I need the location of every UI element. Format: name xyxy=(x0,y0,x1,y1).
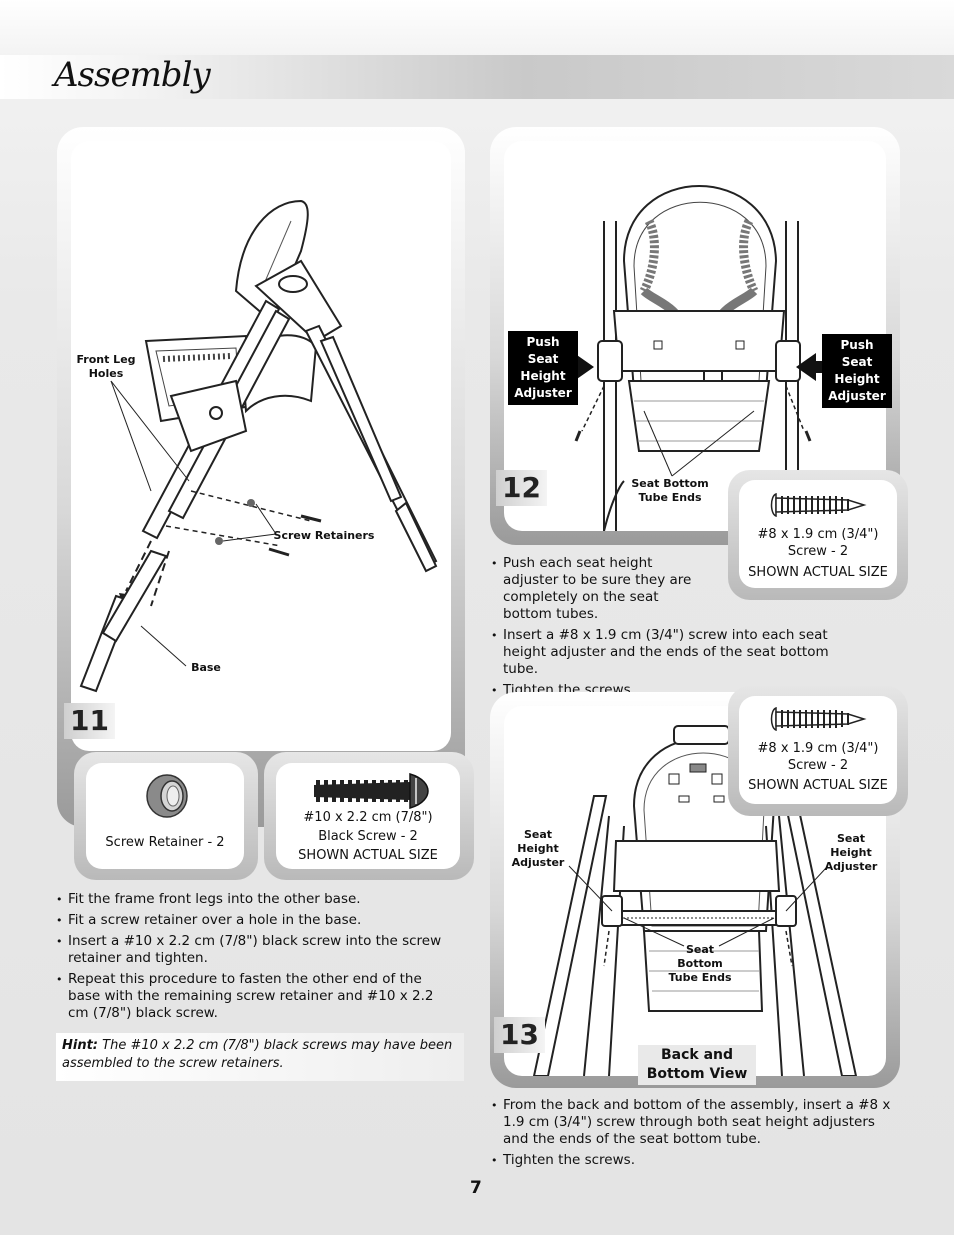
step-13-number: 13 xyxy=(494,1017,545,1053)
screw-retainer-icon xyxy=(146,774,188,818)
screw-icon xyxy=(770,706,867,732)
step-12-screw-line3: SHOWN ACTUAL SIZE xyxy=(748,565,888,580)
step-12-screw-line1: #8 x 1.9 cm (3/4") xyxy=(757,527,879,542)
base-label: Base xyxy=(191,661,221,674)
step-13-screw-line2: Screw - 2 xyxy=(787,758,849,773)
hint-text: The #10 x 2.2 cm (7/8") black screws may… xyxy=(62,1038,453,1071)
step-13-instructions: From the back and bottom of the assembly… xyxy=(491,1097,891,1173)
step-11-illustration xyxy=(79,199,438,693)
seat-height-adjuster-left-label: Seat Height Adjuster xyxy=(511,828,565,869)
screw-icon xyxy=(770,492,867,518)
page-number: 7 xyxy=(470,1178,482,1198)
push-seat-height-adjuster-right: Push Seat Height Adjuster xyxy=(822,334,892,408)
instruction-item: Repeat this procedure to fasten the othe… xyxy=(56,971,448,1022)
step-13-screw-line1: #8 x 1.9 cm (3/4") xyxy=(757,741,879,756)
back-and-bottom-view-label: Back and Bottom View xyxy=(638,1045,756,1085)
instruction-item: Fit the frame front legs into the other … xyxy=(56,891,448,908)
instruction-item: Fit a screw retainer over a hole in the … xyxy=(56,912,448,929)
seat-bottom-tube-ends-label-13: Seat Bottom Tube Ends xyxy=(668,943,732,984)
title-bar xyxy=(0,55,954,99)
front-leg-holes-label: Front Leg Holes xyxy=(76,353,136,380)
step-12-screw-line2: Screw - 2 xyxy=(787,544,849,559)
screw-retainers-label: Screw Retainers xyxy=(273,529,375,542)
instruction-item: Insert a #10 x 2.2 cm (7/8") black screw… xyxy=(56,933,448,967)
hint-label: Hint: xyxy=(62,1038,99,1053)
step-12-instructions: Push each seat height adjuster to be sur… xyxy=(491,555,851,703)
black-screw-line1: #10 x 2.2 cm (7/8") xyxy=(303,810,433,825)
black-screw-line2: Black Screw - 2 xyxy=(318,829,418,844)
step-13-screw-line3: SHOWN ACTUAL SIZE xyxy=(748,778,888,793)
black-screw-line3: SHOWN ACTUAL SIZE xyxy=(298,848,438,863)
instruction-item: Push each seat height adjuster to be sur… xyxy=(491,555,703,623)
seat-bottom-tube-ends-label: Seat Bottom Tube Ends xyxy=(631,477,709,504)
instruction-item: From the back and bottom of the assembly… xyxy=(491,1097,891,1148)
black-screw-icon xyxy=(314,773,429,809)
screw-retainer-caption: Screw Retainer - 2 xyxy=(105,835,225,850)
step-12-number: 12 xyxy=(496,470,547,506)
page-title: Assembly xyxy=(54,55,211,95)
instruction-item: Tighten the screws. xyxy=(491,1152,891,1169)
step-11-instructions: Fit the frame front legs into the other … xyxy=(56,891,448,1026)
step-11-number: 11 xyxy=(64,703,115,739)
push-seat-height-adjuster-left: Push Seat Height Adjuster xyxy=(508,331,578,405)
instruction-item: Insert a #8 x 1.9 cm (3/4") screw into e… xyxy=(491,627,851,678)
step-13-illustration xyxy=(532,725,858,1076)
hint-box: Hint: The #10 x 2.2 cm (7/8") black scre… xyxy=(56,1033,464,1081)
seat-height-adjuster-right-label: Seat Height Adjuster xyxy=(824,832,878,873)
